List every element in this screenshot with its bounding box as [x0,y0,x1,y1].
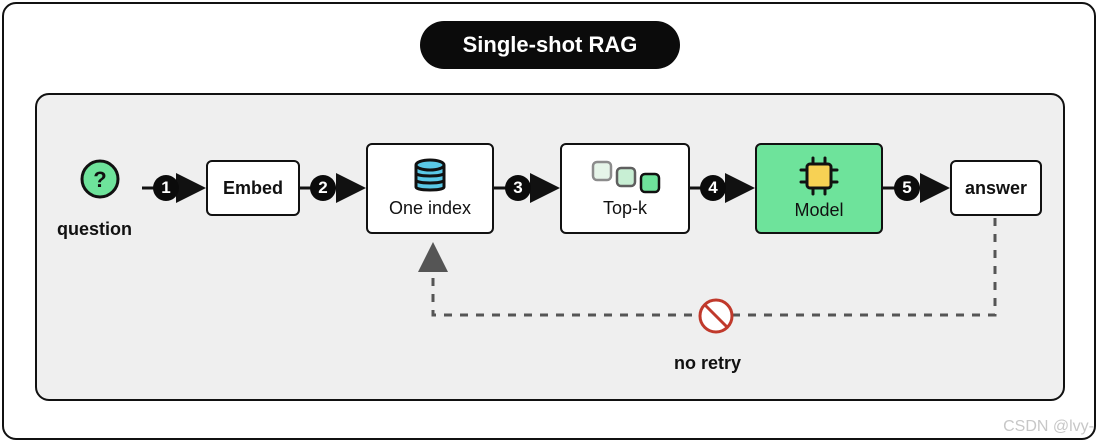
step-badge-1: 1 [153,175,179,201]
step-badge-3: 3 [505,175,531,201]
watermark: CSDN @lvy- [1003,418,1094,435]
prohibited-icon [698,298,734,334]
svg-text:?: ? [93,167,106,192]
step-badge-5: 5 [894,175,920,201]
model-label: Model [794,200,844,220]
chip-icon [799,156,839,196]
question-label: question [57,219,132,239]
step-badge-4: 4 [700,175,726,201]
diagram-title: Single-shot RAG [420,21,680,69]
embed-node: Embed [206,160,300,216]
answer-label: answer [964,177,1028,198]
no-retry-label: no retry [674,353,742,373]
index-label: One index [388,198,472,218]
index-node: One index [366,143,494,234]
database-icon [414,158,446,192]
model-node: Model [755,143,883,234]
embed-label: Embed [222,177,283,198]
answer-node: answer [950,160,1042,216]
topk-node: Top-k [560,143,690,234]
feedback-dashed-arrow [418,218,997,317]
topk-label: Top-k [602,198,647,218]
flow-panel [35,93,1065,401]
step-badge-2: 2 [310,175,336,201]
documents-icon [591,160,661,194]
question-circle-icon: ? [80,159,120,199]
